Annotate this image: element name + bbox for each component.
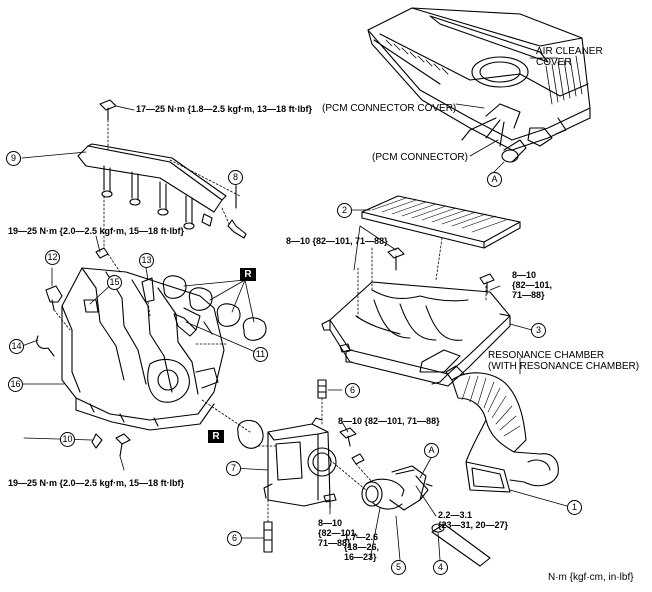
air-cleaner-cover — [367, 7, 591, 163]
throttle-body — [263, 417, 337, 507]
torque-cleaner-right: 8—10 {82—101, 71—88} — [512, 270, 553, 300]
replace-mark-throttle-gasket: R — [208, 430, 224, 443]
callout-12: 12 — [45, 250, 60, 265]
callout-6-lower: 6 — [227, 531, 242, 546]
label-pcm-connector: (PCM CONNECTOR) — [372, 152, 468, 163]
replace-mark-gaskets: R — [240, 268, 256, 281]
label-pcm-connector-cover: (PCM CONNECTOR COVER) — [322, 103, 457, 114]
cleaner-bolts — [339, 247, 495, 353]
callout-13: 13 — [139, 253, 154, 268]
delivery-pipe-bolt — [99, 99, 117, 121]
torque-manifold-upper: 19—25 N·m {2.0—2.5 kgf·m, 15—18 ft·lbf} — [8, 226, 185, 236]
callout-8: 8 — [228, 170, 243, 185]
gasket-leaders — [183, 279, 255, 323]
label-air-cleaner-cover: AIR CLEANER COVER — [536, 46, 603, 68]
torque-throttle-upper: 8—10 {82—101, 71—88} — [338, 416, 440, 426]
air-cleaner-cover-ribs — [385, 39, 583, 105]
manifold-gaskets — [162, 275, 267, 341]
torque-delivery-pipe: 17—25 N·m {1.8—2.5 kgf·m, 13—18 ft·lbf} — [136, 104, 313, 114]
callout-7: 7 — [226, 461, 241, 476]
cleaner-dashed-lines — [357, 237, 487, 321]
callout-2: 2 — [337, 203, 352, 218]
manifold-dashed-lines — [53, 253, 373, 523]
torque-clamp-b: 1.7—2.6 {18—26, 16—23} — [344, 532, 380, 562]
torque-cleaner-left: 8—10 {82—101, 71—88} — [286, 236, 388, 246]
water-hoses — [263, 379, 327, 553]
fuel-delivery-pipe — [77, 143, 227, 230]
callout-6-upper: 6 — [345, 383, 360, 398]
callout-9: 9 — [6, 151, 21, 166]
callout-1: 1 — [567, 500, 582, 515]
leader-lines-cover — [455, 57, 559, 173]
callout-3: 3 — [531, 323, 546, 338]
air-duct-bellows — [461, 375, 521, 437]
label-unit-note: N·m {kgf·cm, in·lbf} — [548, 572, 634, 583]
callout-a-lower: A — [424, 443, 439, 458]
callout-4: 4 — [433, 560, 448, 575]
air-intake-pipe — [361, 465, 433, 511]
torque-throttle-lower: 8—10 {82—101, 71—88} — [318, 518, 359, 548]
torque-manifold-lower: 19—25 N·m {2.0—2.5 kgf·m, 15—18 ft·lbf} — [8, 478, 185, 488]
air-duct — [445, 365, 559, 493]
callout-11: 11 — [253, 347, 268, 362]
leader-lines — [21, 105, 575, 561]
air-cleaner-case — [321, 281, 511, 387]
intake-manifold — [61, 267, 225, 431]
delivery-dashed-lines — [103, 119, 241, 247]
callout-a-upper: A — [487, 172, 502, 187]
label-resonance-chamber: RESONANCE CHAMBER (WITH RESONANCE CHAMBE… — [488, 350, 640, 372]
callout-16: 16 — [8, 377, 23, 392]
callout-14: 14 — [9, 339, 24, 354]
callout-5: 5 — [391, 560, 406, 575]
throttle-gasket — [237, 419, 264, 449]
callout-15: 15 — [107, 275, 122, 290]
air-cleaner-element-pleats — [371, 197, 507, 233]
manifold-small-parts — [36, 277, 197, 357]
intake-air-temp-sensor — [227, 185, 247, 239]
air-cleaner-element — [361, 195, 521, 249]
callout-10: 10 — [60, 432, 75, 447]
torque-clamp-a: 2.2—3.1 {23—31, 20—27} — [438, 510, 509, 530]
